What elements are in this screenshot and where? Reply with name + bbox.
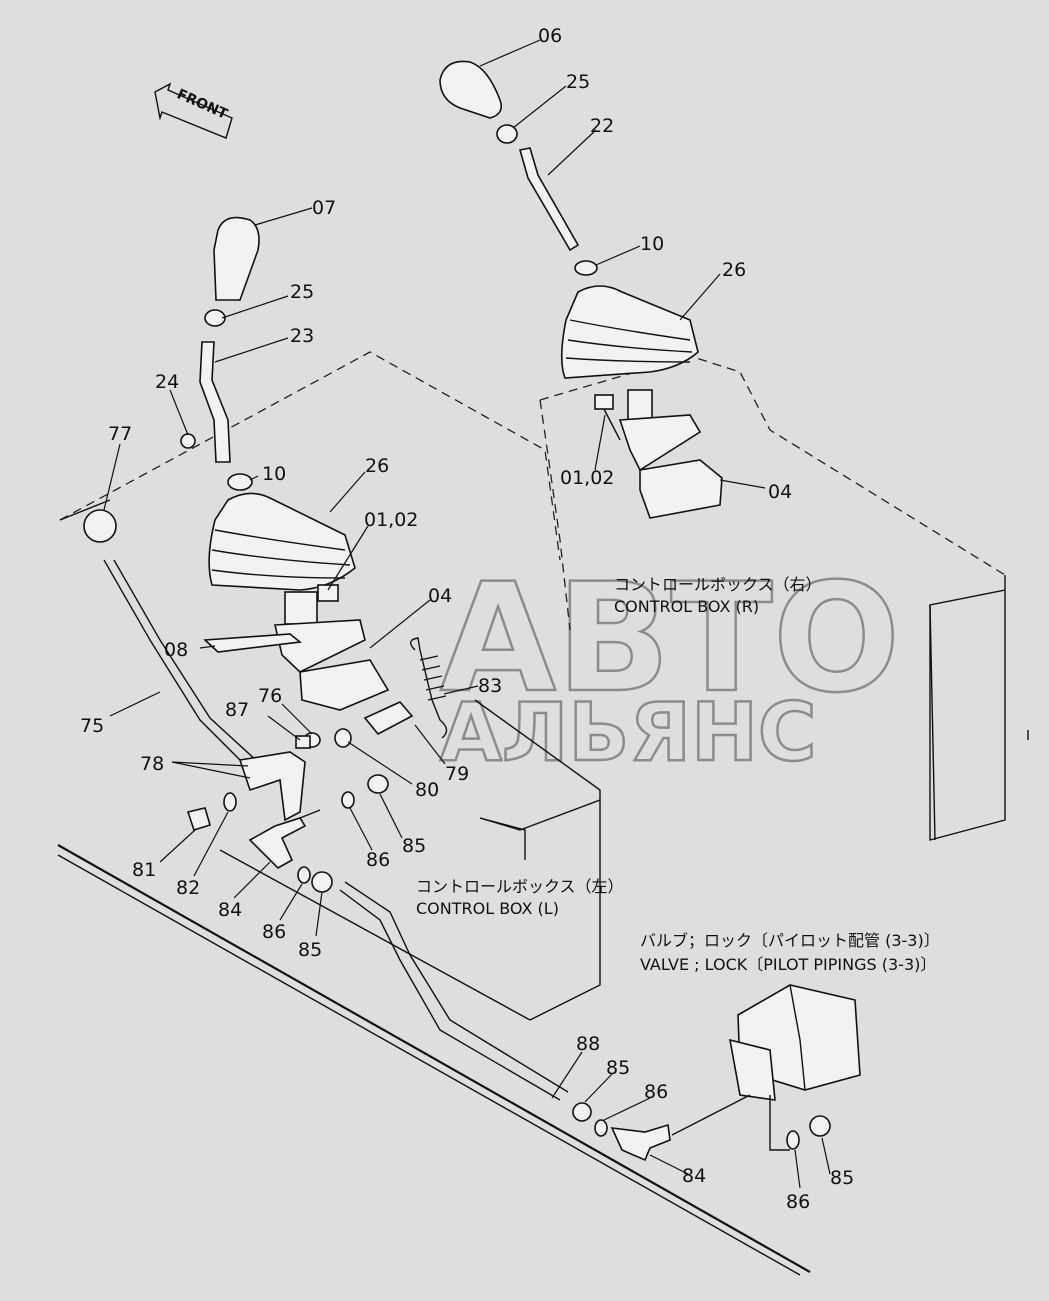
lever-22 xyxy=(518,147,580,252)
label-76: 76 xyxy=(258,685,282,707)
label-06: 06 xyxy=(538,25,562,47)
label-85d: 85 xyxy=(830,1167,854,1189)
captions: コントロールボックス（右） CONTROL BOX (R) コントロールボックス… xyxy=(416,575,940,974)
label-07: 07 xyxy=(312,197,336,219)
lock-valve xyxy=(671,984,861,1151)
label-85a: 85 xyxy=(402,835,426,857)
boot-26-right xyxy=(560,285,699,379)
ball-77 xyxy=(83,509,117,543)
label-88: 88 xyxy=(576,1033,600,1055)
label-25-left: 25 xyxy=(290,281,314,303)
label-83: 83 xyxy=(478,675,502,697)
label-26-right: 26 xyxy=(722,259,746,281)
caption-box-right-jp: コントロールボックス（右） xyxy=(614,575,822,594)
spring-83 xyxy=(410,637,448,739)
rod-88 xyxy=(339,881,569,1101)
label-75: 75 xyxy=(80,715,104,737)
label-10-left: 10 xyxy=(262,463,286,485)
washer-86a xyxy=(341,791,355,809)
label-0102-right: 01,02 xyxy=(560,467,614,489)
bracket-08 xyxy=(203,633,302,653)
knob-06 xyxy=(439,60,503,119)
pin-87 xyxy=(295,735,311,749)
label-85c: 85 xyxy=(606,1057,630,1079)
label-08: 08 xyxy=(164,639,188,661)
caption-valve-en: VALVE ; LOCK〔PILOT PIPINGS (3-3)〕 xyxy=(640,955,936,974)
bolt-0102-left xyxy=(317,584,339,602)
clevis-78 xyxy=(238,751,306,822)
label-04-left: 04 xyxy=(428,585,452,607)
label-84a: 84 xyxy=(218,899,242,921)
knob-07 xyxy=(213,216,260,301)
label-86b: 86 xyxy=(262,921,286,943)
label-84b: 84 xyxy=(682,1165,706,1187)
label-23: 23 xyxy=(290,325,314,347)
label-79: 79 xyxy=(445,763,469,785)
bolt-81 xyxy=(186,807,211,831)
leader-lines xyxy=(103,39,831,1189)
rod-75 xyxy=(103,559,259,771)
label-86c: 86 xyxy=(644,1081,668,1103)
label-0102-left: 01,02 xyxy=(364,509,418,531)
label-86a: 86 xyxy=(366,849,390,871)
caption-valve-jp: バルブ；ロック〔パイロット配管 (3-3)〕 xyxy=(640,931,940,950)
label-78: 78 xyxy=(140,753,164,775)
label-87: 87 xyxy=(225,699,249,721)
pin-79 xyxy=(363,701,414,736)
label-85b: 85 xyxy=(298,939,322,961)
bolt-0102-right xyxy=(594,394,621,441)
nut-25-left xyxy=(204,309,226,327)
washer-80 xyxy=(334,728,352,748)
watermark-line1: АВТО xyxy=(440,552,900,726)
label-80: 80 xyxy=(415,779,439,801)
elbow-84-left xyxy=(248,817,307,869)
caption-box-left-jp: コントロールボックス（左） xyxy=(416,877,624,896)
label-22: 22 xyxy=(590,115,614,137)
nut-85b xyxy=(311,871,333,893)
pilot-valve-04-right xyxy=(618,389,723,519)
front-arrow-icon: FRONT xyxy=(154,82,233,139)
label-25-right: 25 xyxy=(566,71,590,93)
control-box-left-outline xyxy=(59,351,601,1021)
washer-86d xyxy=(786,1130,800,1150)
caption-box-right-en: CONTROL BOX (R) xyxy=(614,597,759,616)
nut-85c xyxy=(572,1102,592,1122)
bolt-84-shaft xyxy=(299,809,321,819)
label-81: 81 xyxy=(132,859,156,881)
label-10-right: 10 xyxy=(640,233,664,255)
watermark-line2: АЛЬЯНС xyxy=(440,686,817,779)
caption-box-left-en: CONTROL BOX (L) xyxy=(416,899,559,918)
control-box-right-outline xyxy=(539,355,1029,841)
washer-24 xyxy=(180,433,196,449)
label-26-left: 26 xyxy=(365,455,389,477)
washer-86b xyxy=(297,866,311,884)
label-77: 77 xyxy=(108,423,132,445)
front-label: FRONT xyxy=(174,86,230,123)
nut-10-left xyxy=(227,473,253,491)
label-86d: 86 xyxy=(786,1191,810,1213)
label-82: 82 xyxy=(176,877,200,899)
floor-line xyxy=(57,844,811,1273)
washer-86c xyxy=(594,1119,608,1137)
label-24: 24 xyxy=(155,371,179,393)
elbow-84-right xyxy=(610,1123,671,1162)
washer-82 xyxy=(223,792,237,812)
nut-85a xyxy=(367,774,389,794)
nut-85d xyxy=(809,1115,831,1137)
part-labels: 06 25 22 10 26 01,02 04 07 25 23 24 77 1… xyxy=(80,25,854,1213)
nut-25-right xyxy=(496,124,518,144)
lever-23 xyxy=(199,341,231,463)
nut-10-right xyxy=(574,260,598,276)
label-04-right: 04 xyxy=(768,481,792,503)
pilot-valve-04-left xyxy=(274,591,390,711)
